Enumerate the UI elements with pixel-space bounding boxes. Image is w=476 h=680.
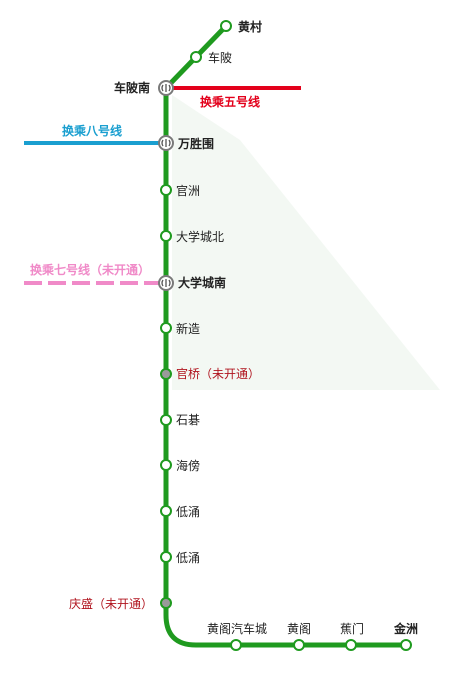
station-marker	[220, 20, 232, 32]
station-label: 大学城南	[178, 276, 227, 290]
station-marker	[160, 184, 172, 196]
station-marker	[160, 230, 172, 242]
station-marker	[230, 639, 242, 651]
station-label: 金洲	[394, 622, 419, 636]
station-label: 低涌	[176, 551, 201, 565]
station-label: 黄村	[238, 20, 263, 34]
line7-transfer-label: 换乘七号线（未开通）	[30, 263, 151, 277]
station-label: 黄阁汽车城	[207, 622, 268, 636]
interchange-icon	[161, 84, 171, 92]
station-label: 黄阁	[287, 622, 312, 636]
station-label: 官桥（未开通）	[176, 367, 261, 381]
station-marker	[160, 505, 172, 517]
station-label: 海傍	[176, 459, 201, 473]
station-marker	[293, 639, 305, 651]
station-label: 万胜围	[178, 137, 215, 151]
background-shading	[172, 95, 440, 390]
station-label: 庆盛（未开通）	[69, 597, 154, 611]
station-label: 官洲	[176, 184, 201, 198]
station-marker	[190, 51, 202, 63]
station-marker	[160, 459, 172, 471]
station-marker	[160, 414, 172, 426]
station-label: 石碁	[176, 413, 201, 427]
unopened-station-marker	[160, 597, 172, 609]
main-line-track	[163, 24, 406, 648]
station-label: 车陂南	[114, 81, 151, 95]
interchange-icon	[161, 279, 171, 287]
unopened-station-marker	[160, 368, 172, 380]
station-marker	[400, 639, 412, 651]
line8-transfer-label: 换乘八号线	[62, 124, 123, 138]
station-marker	[160, 322, 172, 334]
station-label: 新造	[176, 322, 201, 336]
station-marker	[160, 551, 172, 563]
station-markers	[158, 20, 412, 651]
station-label: 低涌	[176, 505, 201, 519]
line5-transfer-label: 换乘五号线	[200, 95, 261, 109]
station-label: 大学城北	[176, 230, 225, 244]
station-label: 车陂	[208, 51, 233, 65]
interchange-icon	[161, 139, 171, 147]
station-marker	[345, 639, 357, 651]
station-label: 蕉门	[340, 622, 365, 636]
